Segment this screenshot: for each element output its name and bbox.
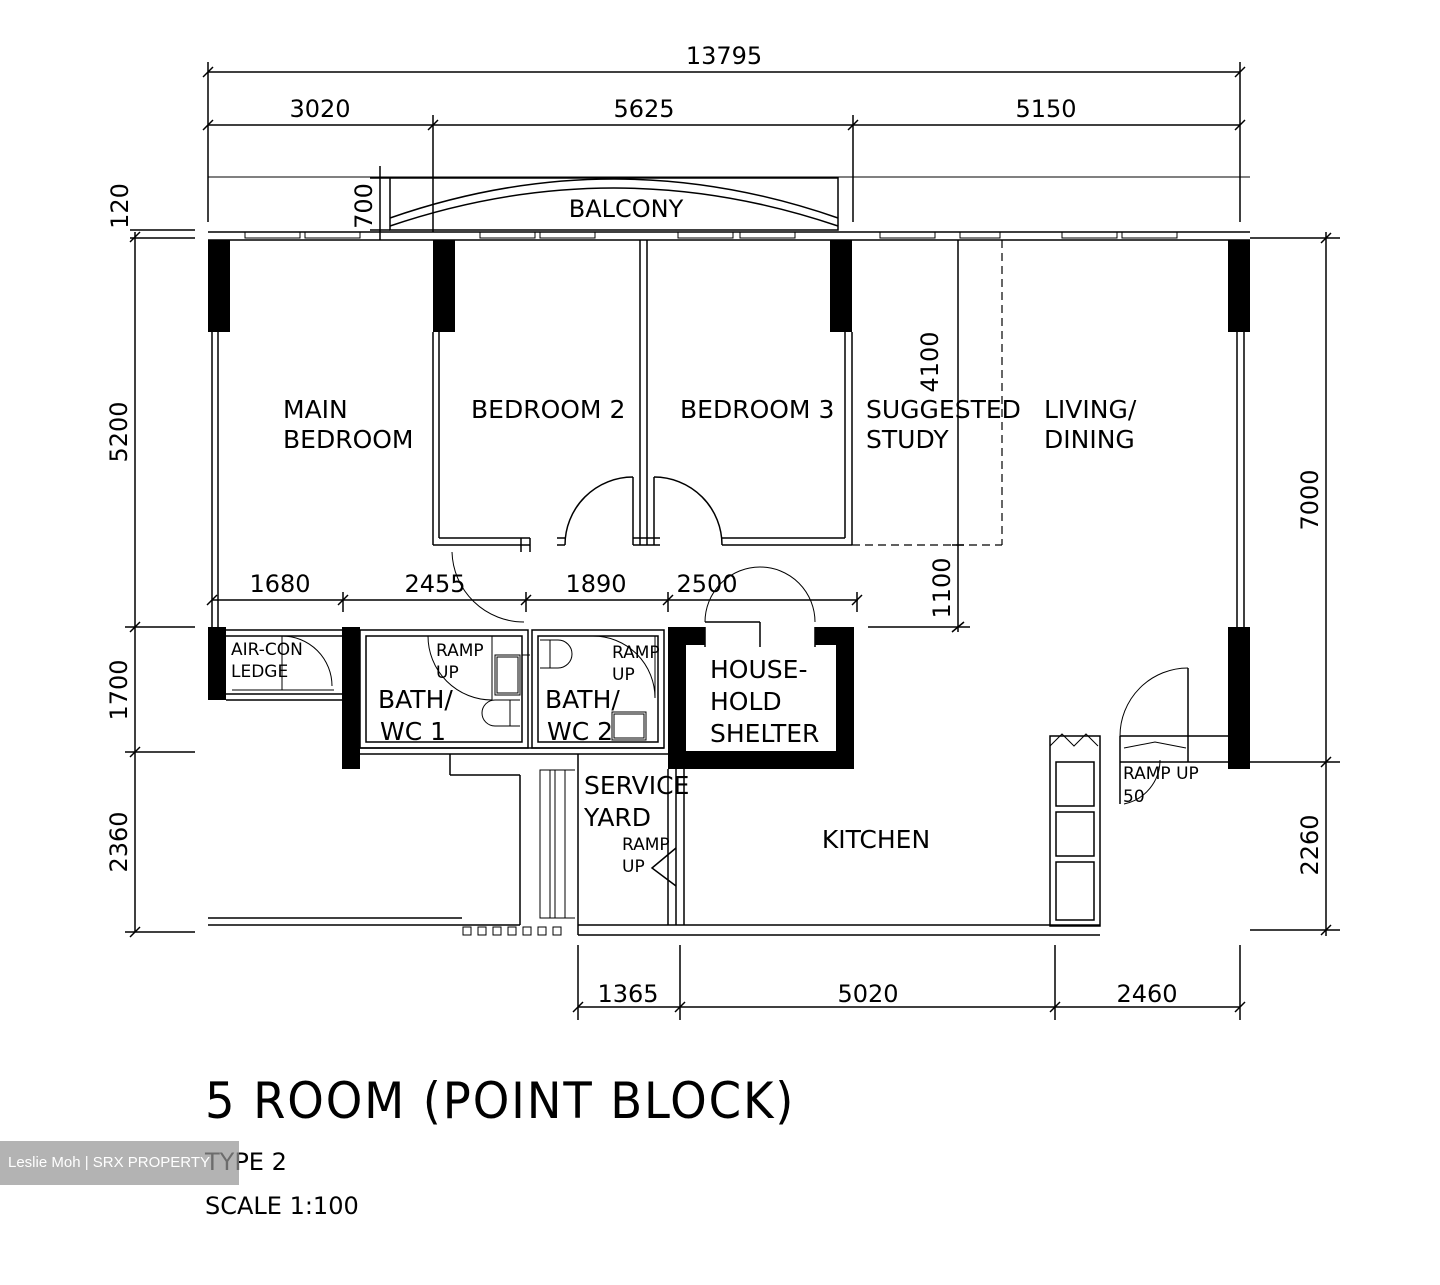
bath2-ramp: RAMP [612,643,660,663]
dim-bottom-1365: 1365 [597,980,658,1008]
bath2-up: UP [612,665,635,685]
main-bedroom-label-1: MAIN [283,395,348,424]
bath2-label-2: WC 2 [547,717,613,746]
aircon-label-1: AIR-CON [231,640,303,660]
plan-scale: SCALE 1:100 [205,1192,359,1220]
aircon-label-2: LEDGE [231,662,288,682]
left-dimensions [125,231,195,938]
household-shelter [668,566,854,769]
facade [130,229,1250,241]
bedroom2-label: BEDROOM 2 [471,395,625,424]
dim-top-right: 5150 [1015,95,1076,123]
bath2-label-1: BATH/ [545,685,620,714]
bath1-up: UP [436,663,459,683]
living-label-2: DINING [1044,425,1135,454]
bath1-ramp: RAMP [436,641,484,661]
dim-mid-1680: 1680 [249,570,310,598]
main-bedroom-label-2: BEDROOM [283,425,414,454]
shelter-label-3: SHELTER [710,719,819,748]
entrance-ramp-up: RAMP UP [1123,764,1199,784]
kitchen-label: KITCHEN [822,825,930,854]
watermark: Leslie Moh | SRX PROPERTY [0,1141,239,1185]
bottom-dimensions [572,945,1246,1020]
dim-left-2360: 2360 [105,811,133,872]
dim-bottom-5020: 5020 [837,980,898,1008]
columns [208,240,1250,769]
plan-title: 5 ROOM (POINT BLOCK) [205,1072,796,1130]
dim-left-1700: 1700 [105,659,133,720]
dim-mid-2455: 2455 [404,570,465,598]
bedroom3-label: BEDROOM 3 [680,395,834,424]
service-yard [208,754,1100,936]
bedroom-doors [451,476,723,623]
dim-balcony-depth: 700 [350,183,378,229]
dim-study-1100: 1100 [928,557,956,618]
aircon-ledge [226,629,342,701]
dim-study-4100: 4100 [916,331,944,392]
bathrooms [359,629,668,755]
dim-right-7000: 7000 [1296,469,1324,530]
mid-dimensions [206,592,863,612]
service-label-2: YARD [583,803,651,832]
dim-top-left: 3020 [289,95,350,123]
balcony [370,166,839,240]
dim-left-5200: 5200 [105,401,133,462]
service-up: UP [622,857,645,877]
dim-bottom-2460: 2460 [1116,980,1177,1008]
study-label-2: STUDY [866,425,949,454]
dim-overall-width: 13795 [686,42,762,70]
study-area [852,240,1003,633]
dim-wall-120: 120 [106,183,134,229]
entrance-ramp-50: 50 [1123,787,1145,807]
study-label-1: SUGGESTED [866,395,1021,424]
dim-mid-1890: 1890 [565,570,626,598]
service-label-1: SERVICE [584,771,689,800]
bath1-label-1: BATH/ [378,685,453,714]
shelter-label-1: HOUSE- [710,655,807,684]
right-dimensions [1250,232,1340,936]
shelter-label-2: HOLD [710,687,782,716]
living-label-1: LIVING/ [1044,395,1137,424]
interior-walls [211,240,1245,627]
dim-right-2260: 2260 [1296,814,1324,875]
balcony-label: BALCONY [569,195,684,223]
service-ramp: RAMP [622,835,670,855]
bath1-label-2: WC 1 [380,717,446,746]
top-dimensions [202,62,1250,232]
dim-mid-2500: 2500 [676,570,737,598]
dim-top-mid: 5625 [613,95,674,123]
